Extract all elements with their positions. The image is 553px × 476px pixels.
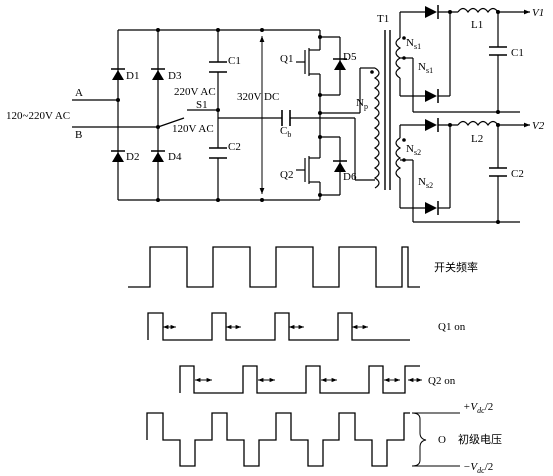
diode-d3 [151,68,165,80]
waveforms [128,246,420,467]
q1-label: Q1 [280,53,293,65]
bulk-capacitor-c2 [209,147,227,159]
transformer-t1 [373,30,402,190]
node-b-label: B [75,129,82,141]
junction-dots-mid [318,35,322,197]
bulk-c2-label: C2 [228,141,241,153]
mosfet-q2 [296,152,321,185]
d4-label: D4 [168,151,182,163]
zero-label: O [438,434,446,446]
half-bridge-wiring [218,29,375,201]
output-arrows [510,9,530,128]
output-cap-c1 [489,46,507,56]
bulk-capacitor-c1 [209,61,227,73]
waveform-primary-voltage [146,412,410,467]
out-c1-label: C1 [511,47,524,59]
d5-label: D5 [343,51,357,63]
junction-dots-left [116,28,264,202]
q2-on-label: Q2 on [428,375,456,387]
output-stage-1 [399,7,530,113]
q1-on-label: Q1 on [438,321,466,333]
transformer-dots [370,36,406,162]
switching-freq-label: 开关频率 [434,260,478,274]
waveform-switching-freq [128,246,420,288]
waveform-labels: 开关频率 Q1 on Q2 on O 初级电压 +Vdc/2 −Vdc/2 [428,260,502,475]
plus-vdc-sub: dc [477,406,485,415]
junction-dots-right [448,10,500,224]
mosfet-q1 [296,45,321,78]
mode-120-label: 120V AC [172,123,214,135]
plus-vdc-main: +V [463,401,478,413]
circuit-labels: A B 120~220V AC D1 D2 D3 D4 220V AC S1 1… [6,7,545,190]
d6-label: D6 [343,171,357,183]
ns1-label-top: Ns1 [406,37,421,51]
primary-sub: p [364,102,368,111]
switch-label: S1 [196,99,208,111]
diode-d6 [333,160,347,172]
diode-d5 [333,58,347,70]
ns2-top-main: N [406,143,414,155]
primary-voltage-label: 初级电压 [458,432,502,446]
diode-d1 [111,68,125,80]
cb-label: Cb [280,125,291,139]
output-diode-1a [425,5,439,19]
output-diode-2b [425,201,439,215]
ns2-label-top: Ns2 [406,143,421,157]
plus-vdc-label: +Vdc/2 [463,401,493,415]
out-c2-label: C2 [511,168,524,180]
minus-vdc-sub: dc [477,466,485,475]
plus-vdc-div: /2 [485,401,494,413]
l1-label: L1 [471,19,483,31]
v2-label: V2 [532,120,545,132]
d2-label: D2 [126,151,139,163]
output-diode-1b [425,89,439,103]
mode-220-label: 220V AC [174,86,216,98]
minus-vdc-label: −Vdc/2 [463,461,493,475]
ns2-bot-sub: s2 [426,181,433,190]
d3-label: D3 [168,70,182,82]
primary-main: N [356,97,364,109]
ns1-label-bottom: Ns1 [418,61,433,75]
ns1-top-sub: s1 [414,42,421,51]
ns2-top-sub: s2 [414,148,421,157]
cb-main: C [280,125,287,137]
q2-label: Q2 [280,169,293,181]
waveform-q2-on [179,365,420,394]
diode-d2 [111,150,125,162]
node-a-label: A [75,87,83,99]
output-diode-2a [425,118,439,132]
minus-vdc-div: /2 [485,461,494,473]
waveform-q1-on [147,312,410,341]
ns1-bot-main: N [418,61,426,73]
ns2-label-bottom: Ns2 [418,176,433,190]
ns2-bot-main: N [418,176,426,188]
bulk-c1-label: C1 [228,55,241,67]
minus-vdc-main: −V [463,461,478,473]
coupling-capacitor-cb [281,110,291,126]
l2-label: L2 [471,133,483,145]
diode-d4 [151,150,165,162]
input-voltage-label: 120~220V AC [6,110,70,122]
output-cap-c2 [489,167,507,177]
ns1-bot-sub: s1 [426,66,433,75]
ns1-top-main: N [406,37,414,49]
transformer-label: T1 [377,13,389,25]
dc-bus-label: 320V DC [237,91,279,103]
v1-label: V1 [532,7,544,19]
cb-sub: b [287,130,291,139]
primary-voltage-bracket [411,412,460,467]
switch-blade [157,117,185,128]
d1-label: D1 [126,70,139,82]
primary-label: Np [356,97,368,111]
